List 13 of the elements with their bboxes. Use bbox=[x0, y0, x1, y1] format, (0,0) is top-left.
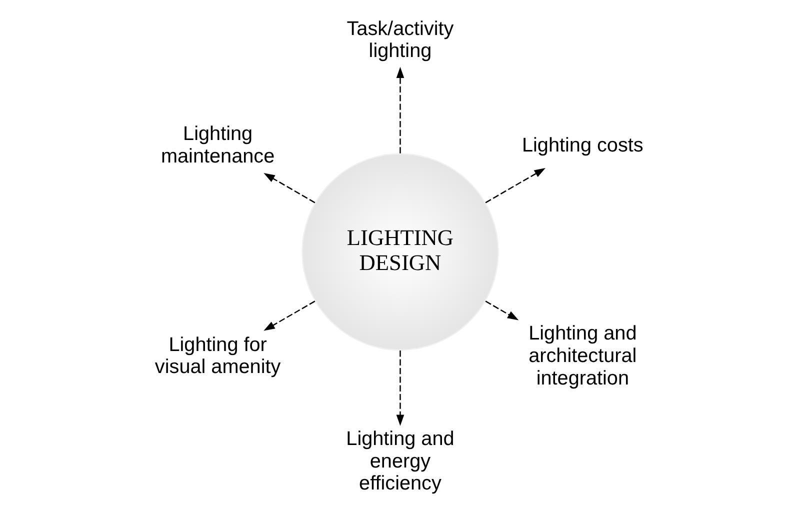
arrow bbox=[484, 168, 545, 203]
node-text: Task/activity lighting bbox=[346, 17, 454, 62]
arrow bbox=[484, 300, 518, 320]
arrow bbox=[396, 66, 404, 153]
arrow bbox=[263, 300, 315, 330]
node-text: Lighting maintenance bbox=[160, 122, 274, 167]
arrow bbox=[396, 350, 404, 426]
node-text: Lighting and energy efficiency bbox=[346, 427, 454, 494]
node-circle: LIGHTING DESIGN bbox=[301, 152, 498, 350]
arrow bbox=[263, 172, 315, 203]
node-text: Lighting and architectural integration bbox=[528, 322, 636, 389]
node-text: Lighting for visual amenity bbox=[154, 333, 280, 378]
node-text: Lighting costs bbox=[522, 134, 643, 156]
